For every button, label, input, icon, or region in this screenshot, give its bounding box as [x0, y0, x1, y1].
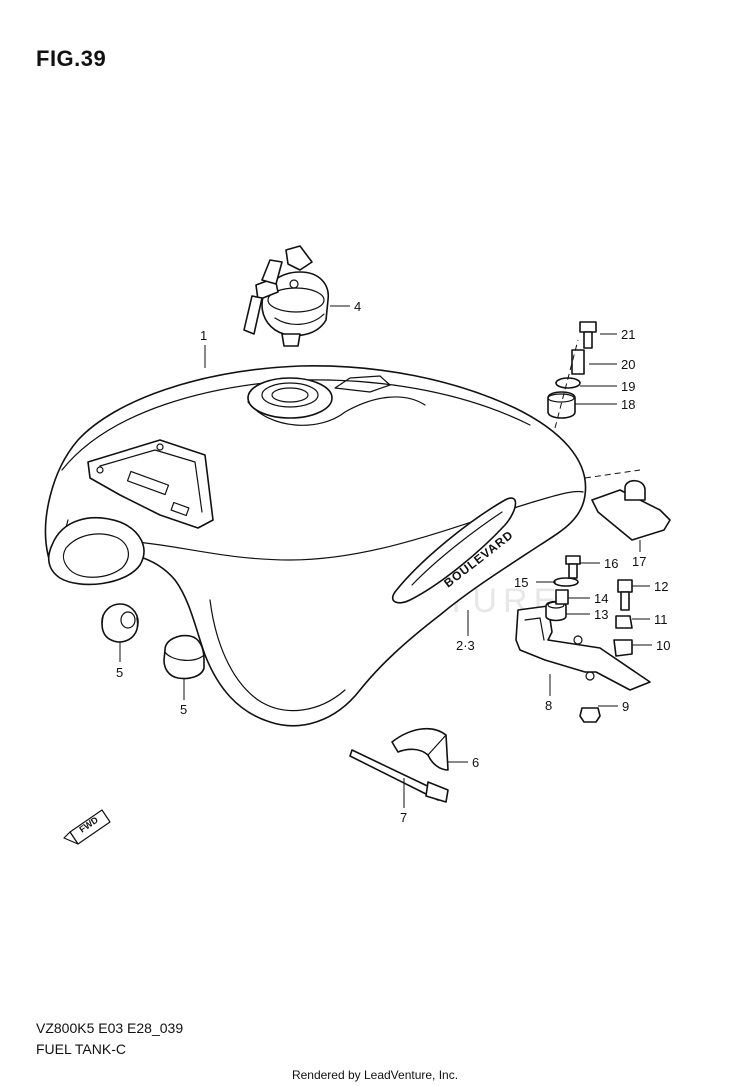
callout-6: 6	[472, 755, 479, 770]
tie-band[interactable]	[349, 749, 449, 803]
cushion-10[interactable]	[613, 639, 633, 657]
callout-20: 20	[621, 357, 635, 372]
callout-12: 12	[654, 579, 668, 594]
washer-15[interactable]	[553, 577, 579, 587]
mount-cushion-17[interactable]	[591, 479, 671, 541]
bolt-21[interactable]	[579, 321, 597, 349]
callout-7: 7	[400, 810, 407, 825]
callout-13: 13	[594, 607, 608, 622]
rubber-bushing[interactable]	[101, 603, 139, 643]
model-code: VZ800K5 E03 E28_039	[36, 1020, 184, 1036]
washer-11[interactable]	[615, 615, 633, 629]
collar-14[interactable]	[555, 589, 569, 605]
callout-10: 10	[656, 638, 670, 653]
callout-18: 18	[621, 397, 635, 412]
callout-1: 1	[200, 328, 207, 343]
callout-8: 8	[545, 698, 552, 713]
callout-17: 17	[632, 554, 646, 569]
tank-bracket[interactable]	[515, 605, 651, 691]
callout-14: 14	[594, 591, 608, 606]
callout-5-a: 5	[116, 665, 123, 680]
forward-direction-arrow: FWD	[63, 809, 111, 845]
bolt-16[interactable]	[565, 555, 581, 579]
section-name: FUEL TANK-C	[36, 1041, 126, 1057]
cushion-13[interactable]	[545, 600, 567, 622]
fuel-tank[interactable]: BOULEVARD	[44, 365, 587, 727]
tank-cushion[interactable]	[391, 727, 449, 771]
callout-2-3: 2·3	[456, 638, 475, 653]
figure-title: FIG.39	[36, 46, 107, 71]
bolt-9[interactable]	[579, 707, 601, 723]
rendered-by-credit: Rendered by LeadVenture, Inc.	[291, 1068, 459, 1082]
callout-16: 16	[604, 556, 618, 571]
callout-15: 15	[514, 575, 528, 590]
collar-20[interactable]	[571, 349, 585, 375]
bolt-12[interactable]	[617, 579, 633, 611]
callout-5-b: 5	[180, 702, 187, 717]
callout-19: 19	[621, 379, 635, 394]
callout-4: 4	[354, 299, 361, 314]
callout-21: 21	[621, 327, 635, 342]
fuel-cap[interactable]	[243, 245, 329, 347]
callout-9: 9	[622, 699, 629, 714]
callout-11: 11	[654, 612, 668, 627]
rubber-cap[interactable]	[163, 634, 205, 680]
